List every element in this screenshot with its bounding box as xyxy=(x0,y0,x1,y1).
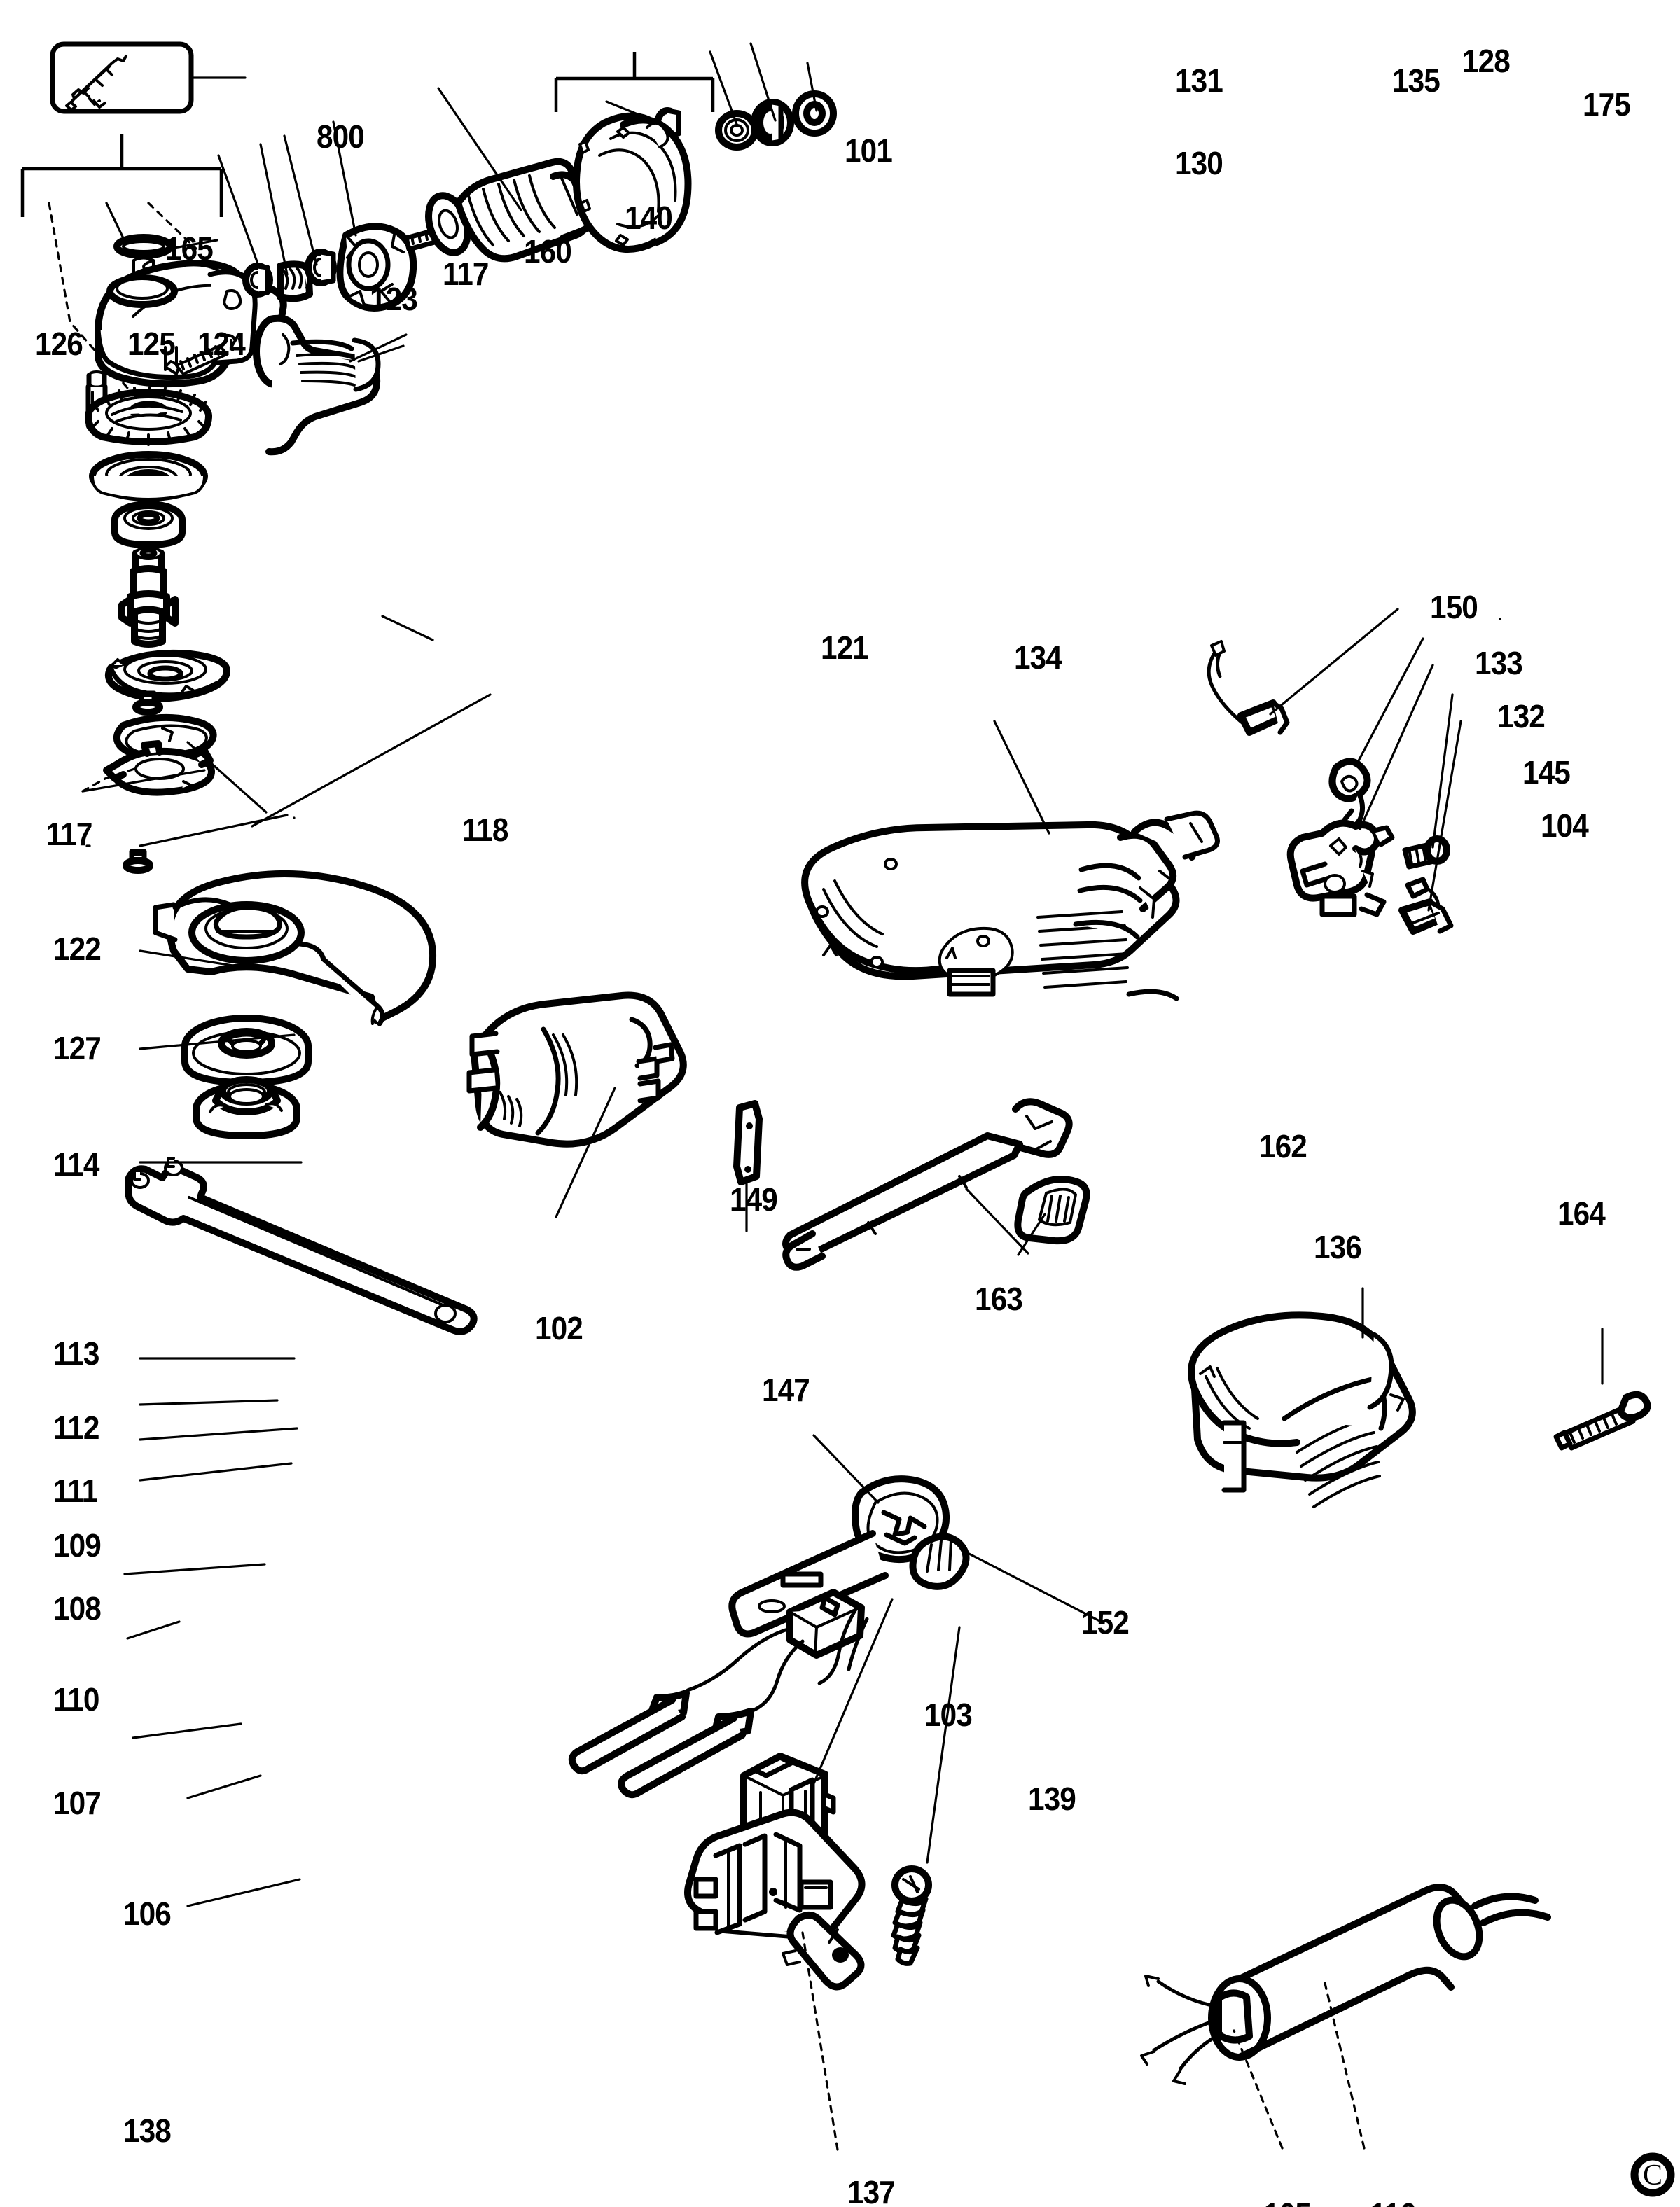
part-label-lock-plate: 109 xyxy=(53,1527,102,1564)
part-label-power-cord: 105 xyxy=(1263,2199,1312,2207)
field-102 xyxy=(466,991,687,1148)
part-label-gear-case-cover: 123 xyxy=(370,281,418,317)
screw-118 xyxy=(164,344,228,375)
spanner-wrench-138 xyxy=(125,1157,478,1335)
screw-112 xyxy=(132,690,163,716)
motor-housing-134 xyxy=(801,810,1220,1001)
baffle-assembly xyxy=(554,52,715,253)
part-label-motor-housing: 134 xyxy=(1014,639,1062,676)
field-plate-149 xyxy=(733,1100,763,1185)
part-label-washer: 175 xyxy=(1583,86,1631,123)
baffle-ring xyxy=(573,112,692,253)
bearing-plate-113 xyxy=(105,649,230,702)
part-label-cord-protector: 116 xyxy=(1370,2199,1416,2207)
carbon-brush-104 xyxy=(1398,877,1454,935)
screw-164 xyxy=(1553,1391,1651,1451)
part-label-screw-brush: 145 xyxy=(1522,754,1571,791)
part-label-end-cap-housing: 136 xyxy=(1314,1229,1362,1265)
part-label-clamp-nut: 106 xyxy=(123,1895,172,1932)
switch-assembly-147 xyxy=(568,1475,970,1799)
end-cap-136 xyxy=(1188,1311,1416,1508)
wheel-guard-110 xyxy=(153,870,437,1026)
part-label-spindle-lock-pin: 126 xyxy=(35,326,83,362)
part-label-bearing-small: 117 xyxy=(443,256,489,292)
part-label-screw-end-cap: 164 xyxy=(1557,1195,1606,1232)
switch-cover-163 xyxy=(1014,1176,1090,1245)
clamp-nut-106 xyxy=(193,1076,300,1139)
part-label-carbon-brush: 104 xyxy=(1541,807,1589,844)
part-label-bearing: 140 xyxy=(625,200,673,236)
screw-139 xyxy=(891,1865,932,1966)
bracket-165 xyxy=(20,134,223,217)
spindle-114 xyxy=(118,546,179,648)
part-label-spindle-lock-pin-2: 117 xyxy=(46,816,92,852)
part-label-spanner-wrench: 138 xyxy=(123,2112,172,2149)
part-label-switch-slider: 152 xyxy=(1081,1604,1130,1641)
ball-bearing-127 xyxy=(111,501,186,548)
screw-108 xyxy=(123,849,153,874)
part-label-pinion-gear: 160 xyxy=(524,233,572,270)
seal-122 xyxy=(89,451,208,501)
connector-strip-162 xyxy=(782,1098,1073,1271)
part-label-terminal-block: 103 xyxy=(924,1697,973,1733)
part-label-field-clamp-plate: 149 xyxy=(730,1181,778,1218)
part-label-baffle-assembly: 131 xyxy=(1175,62,1223,99)
part-label-guard: 110 xyxy=(53,1681,99,1718)
copyright-mark: C xyxy=(1630,2152,1675,2197)
side-handle-121 xyxy=(253,314,381,456)
accessory-inset-box xyxy=(50,41,247,114)
part-label-switch-assembly: 147 xyxy=(762,1372,810,1408)
svg-text:C: C xyxy=(1643,2159,1662,2192)
brush-holder-132 xyxy=(1286,819,1395,917)
part-label-spindle-lock-spring: 125 xyxy=(127,326,176,362)
part-label-screw-gear-case: 118 xyxy=(462,812,508,848)
grease-gun-icon xyxy=(65,55,127,111)
gear-case-assembly xyxy=(85,234,287,433)
part-label-rubber-ring: 128 xyxy=(1462,43,1511,79)
part-label-switch-button-cover: 163 xyxy=(975,1281,1023,1317)
part-label-connector-strip: 162 xyxy=(1259,1128,1307,1164)
part-label-bearing-retainer-plate: 113 xyxy=(53,1335,99,1372)
part-label-screw: 108 xyxy=(53,1590,102,1627)
part-label-screw-small: 112 xyxy=(53,1409,99,1446)
part-label-ball-bearing: 127 xyxy=(53,1030,102,1066)
inner-flange-107 xyxy=(181,1015,312,1086)
part-label-inner-flange: 107 xyxy=(53,1785,102,1821)
part-label-grease-gun: 800 xyxy=(317,118,365,155)
switch-slider-152 xyxy=(909,1533,970,1590)
small-parts-row xyxy=(242,223,417,312)
part-label-side-handle: 121 xyxy=(821,629,869,666)
cord-clamp-137 xyxy=(684,1809,866,1991)
part-label-seal-washer: 122 xyxy=(53,931,102,967)
part-label-screw-cord-clamp: 139 xyxy=(1028,1781,1076,1817)
part-label-o-ring: 124 xyxy=(197,326,246,362)
part-label-brush-spring: 133 xyxy=(1475,645,1523,681)
power-cord-105 xyxy=(1140,1884,1551,2085)
part-label-cord-clamp-housing: 137 xyxy=(847,2174,896,2207)
part-label-baffle: 130 xyxy=(1175,145,1223,181)
brush-assembly xyxy=(1207,640,1454,935)
part-label-field-stator: 102 xyxy=(535,1310,583,1346)
part-label-spindle-lock-kit: 165 xyxy=(165,230,214,267)
bearing-flange-plate xyxy=(336,223,417,312)
part-label-armature: 101 xyxy=(845,132,893,169)
part-label-spindle: 114 xyxy=(53,1146,99,1183)
part-label-gasket-seal: 111 xyxy=(53,1473,98,1509)
part-label-brush-holder: 132 xyxy=(1497,698,1546,734)
brush-screw-145 xyxy=(1402,835,1450,870)
part-label-capacitor-lead: 150 xyxy=(1430,589,1478,625)
bevel-gear-117 xyxy=(85,386,212,446)
part-label-bearing-rear: 135 xyxy=(1392,62,1441,99)
